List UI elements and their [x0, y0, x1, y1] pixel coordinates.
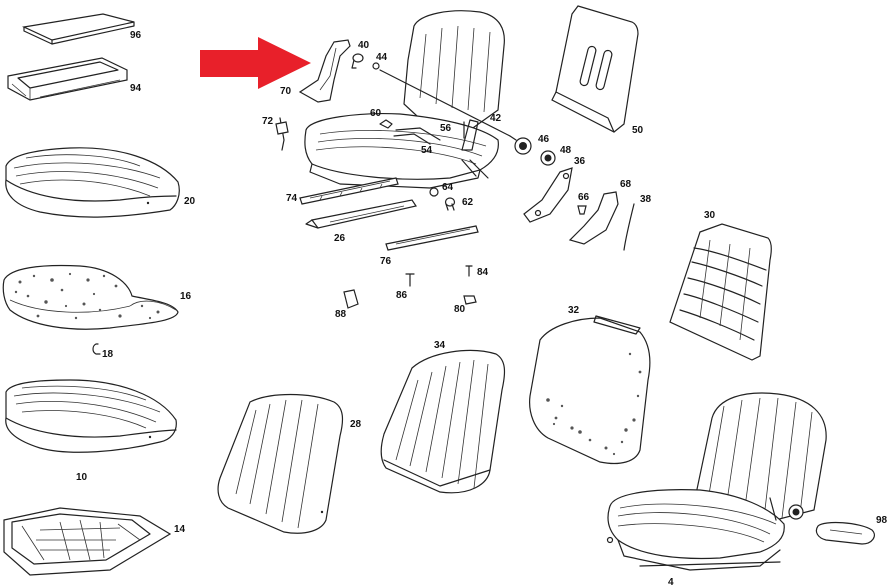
part-46-knob: [509, 135, 532, 155]
label-98: 98: [876, 515, 888, 526]
part-34-backrest-cover: [380, 349, 506, 494]
label-14: 14: [174, 524, 186, 535]
label-96: 96: [130, 30, 142, 41]
label-56: 56: [440, 123, 452, 134]
label-50: 50: [632, 125, 644, 136]
part-68-side-trim: [568, 191, 619, 245]
part-48-knob: [540, 150, 556, 166]
label-70: 70: [280, 86, 292, 97]
part-20-cushion: [5, 147, 180, 218]
part-76-rail: [385, 225, 479, 251]
part-44-washer: [372, 62, 380, 70]
part-70-side-trim: [298, 39, 351, 103]
label-72: 72: [262, 116, 274, 127]
label-38: 38: [640, 194, 652, 205]
part-96-pad: [21, 13, 135, 45]
label-32: 32: [568, 305, 580, 316]
label-64: 64: [442, 182, 454, 193]
label-40: 40: [358, 40, 370, 51]
part-98-handle: [815, 521, 875, 545]
part-72-bracket: [275, 117, 289, 151]
label-28: 28: [350, 419, 362, 430]
part-18-clip: [92, 343, 101, 355]
label-18: 18: [102, 349, 114, 360]
part-10-cover: [5, 379, 177, 453]
part-4-complete-seat: [606, 392, 827, 571]
label-66: 66: [578, 192, 590, 203]
part-36-hinge: [523, 167, 573, 223]
label-26: 26: [334, 233, 346, 244]
part-16-padding: [2, 264, 179, 330]
label-48: 48: [560, 145, 572, 156]
label-74: 74: [286, 193, 298, 204]
label-84: 84: [477, 267, 489, 278]
label-44: 44: [376, 52, 388, 63]
label-62: 62: [462, 197, 474, 208]
label-94: 94: [130, 83, 142, 94]
part-66-screw: [577, 205, 587, 215]
part-40-screw: [351, 53, 364, 69]
part-94-tray: [7, 57, 128, 101]
label-4: 4: [668, 577, 674, 587]
label-80: 80: [454, 304, 466, 315]
part-32-backrest-pad: [529, 315, 651, 465]
label-54: 54: [421, 145, 433, 156]
label-88: 88: [335, 309, 347, 320]
label-20: 20: [184, 196, 196, 207]
label-16: 16: [180, 291, 192, 302]
label-60: 60: [370, 108, 382, 119]
part-14-seat-pan: [3, 507, 172, 576]
part-28-backrest-cover: [217, 393, 344, 534]
label-34: 34: [434, 340, 446, 351]
pointer-arrow: [200, 37, 311, 89]
part-64-nut: [429, 187, 439, 197]
label-10: 10: [76, 472, 88, 483]
seat-frame-assembly: [304, 10, 511, 189]
part-30-spring-frame: [669, 223, 772, 361]
label-76: 76: [380, 256, 392, 267]
label-86: 86: [396, 290, 408, 301]
part-84-screw: [465, 265, 473, 277]
label-46: 46: [538, 134, 550, 145]
part-54-rod: [393, 133, 431, 145]
part-50-backrest-panel: [551, 5, 639, 133]
part-80-clip: [463, 295, 477, 305]
part-88-clip: [343, 289, 359, 309]
part-74-rail: [299, 177, 399, 205]
label-42: 42: [490, 113, 502, 124]
label-36: 36: [574, 156, 586, 167]
label-30: 30: [704, 210, 716, 221]
part-62-bolt: [444, 197, 456, 211]
label-68: 68: [620, 179, 632, 190]
part-86-screw: [405, 273, 415, 287]
part-38-wire: [623, 203, 635, 251]
part-26-rail: [305, 199, 417, 229]
